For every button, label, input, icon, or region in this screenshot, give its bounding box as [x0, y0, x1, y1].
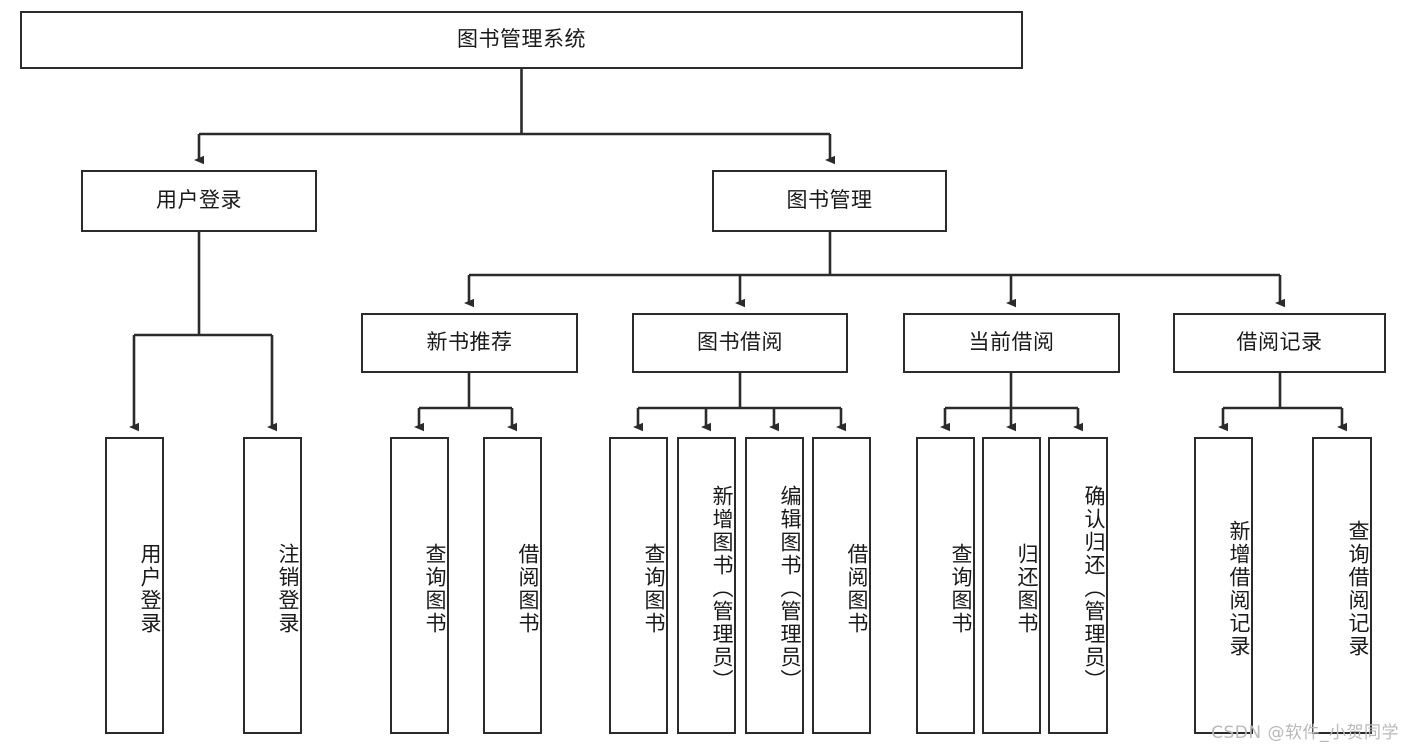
- edge-new-book-recommend-bus: [419, 373, 512, 410]
- edge-current-borrow-bus: [945, 373, 1078, 410]
- node-current-borrow-label: 当前借阅: [968, 330, 1055, 355]
- edge-new-book-recommend-to-leaves: [414, 408, 517, 432]
- edge-borrow-record-to-leaves: [1218, 408, 1347, 432]
- leaf-borrow-book-rec-label: 借阅图书: [516, 542, 540, 635]
- edge-book-manage-bus: [469, 232, 1280, 277]
- leaf-confirm-return-label: 确认归还（管理员）: [1082, 485, 1106, 692]
- leaf-query-book-cur[interactable]: 查询图书: [916, 437, 975, 734]
- leaf-borrow-book-rec[interactable]: 借阅图书: [483, 437, 542, 734]
- leaf-query-book-rec[interactable]: 查询图书: [390, 437, 449, 734]
- node-borrow-record-label: 借阅记录: [1236, 330, 1323, 355]
- leaf-return-book[interactable]: 归还图书: [982, 437, 1041, 734]
- leaf-logout[interactable]: 注销登录: [243, 437, 302, 734]
- node-book-manage[interactable]: 图书管理: [712, 170, 947, 232]
- edge-book-borrow-to-leaves: [633, 408, 846, 432]
- node-new-book-recommend-label: 新书推荐: [426, 330, 513, 355]
- leaf-add-book[interactable]: 新增图书（管理员）: [677, 437, 736, 734]
- leaf-edit-book-label: 编辑图书（管理员）: [778, 485, 802, 692]
- edge-user-login-to-leaves: [129, 335, 277, 432]
- leaf-query-book-rec-label: 查询图书: [423, 542, 447, 635]
- leaf-edit-book[interactable]: 编辑图书（管理员）: [745, 437, 804, 734]
- node-current-borrow[interactable]: 当前借阅: [903, 313, 1120, 373]
- edge-book-manage-to-level3: [464, 275, 1285, 308]
- edge-book-borrow-bus: [638, 373, 841, 410]
- csdn-watermark: CSDN @软件_小贺同学: [1211, 723, 1399, 743]
- node-book-borrow[interactable]: 图书借阅: [632, 313, 848, 373]
- node-root-label: 图书管理系统: [457, 27, 586, 52]
- edge-user-login-bus: [134, 232, 272, 337]
- node-user-login[interactable]: 用户登录: [81, 170, 317, 232]
- leaf-query-book-borrow[interactable]: 查询图书: [609, 437, 668, 734]
- leaf-query-book-cur-label: 查询图书: [949, 542, 973, 635]
- node-borrow-record[interactable]: 借阅记录: [1173, 313, 1386, 373]
- leaf-borrow-book[interactable]: 借阅图书: [812, 437, 871, 734]
- leaf-return-book-label: 归还图书: [1015, 542, 1039, 635]
- leaf-add-record-label: 新增借阅记录: [1227, 519, 1251, 658]
- leaf-confirm-return[interactable]: 确认归还（管理员）: [1048, 437, 1108, 734]
- node-book-borrow-label: 图书借阅: [697, 330, 783, 355]
- leaf-user-login-label: 用户登录: [138, 542, 162, 635]
- leaf-add-book-label: 新增图书（管理员）: [710, 485, 734, 692]
- node-user-login-label: 用户登录: [156, 188, 242, 213]
- leaf-query-record-label: 查询借阅记录: [1346, 519, 1370, 658]
- node-new-book-recommend[interactable]: 新书推荐: [361, 313, 578, 373]
- leaf-query-book-borrow-label: 查询图书: [642, 542, 666, 635]
- node-root[interactable]: 图书管理系统: [20, 11, 1023, 69]
- edge-root-to-level2: [194, 134, 835, 165]
- edge-current-borrow-to-leaves: [940, 408, 1083, 432]
- leaf-logout-label: 注销登录: [276, 542, 300, 635]
- leaf-query-record[interactable]: 查询借阅记录: [1312, 437, 1372, 734]
- leaf-add-record[interactable]: 新增借阅记录: [1194, 437, 1253, 734]
- edge-root-bus: [199, 69, 830, 136]
- edge-borrow-record-bus: [1223, 373, 1342, 410]
- leaf-user-login[interactable]: 用户登录: [105, 437, 164, 734]
- leaf-borrow-book-label: 借阅图书: [845, 542, 869, 635]
- node-book-manage-label: 图书管理: [786, 188, 873, 213]
